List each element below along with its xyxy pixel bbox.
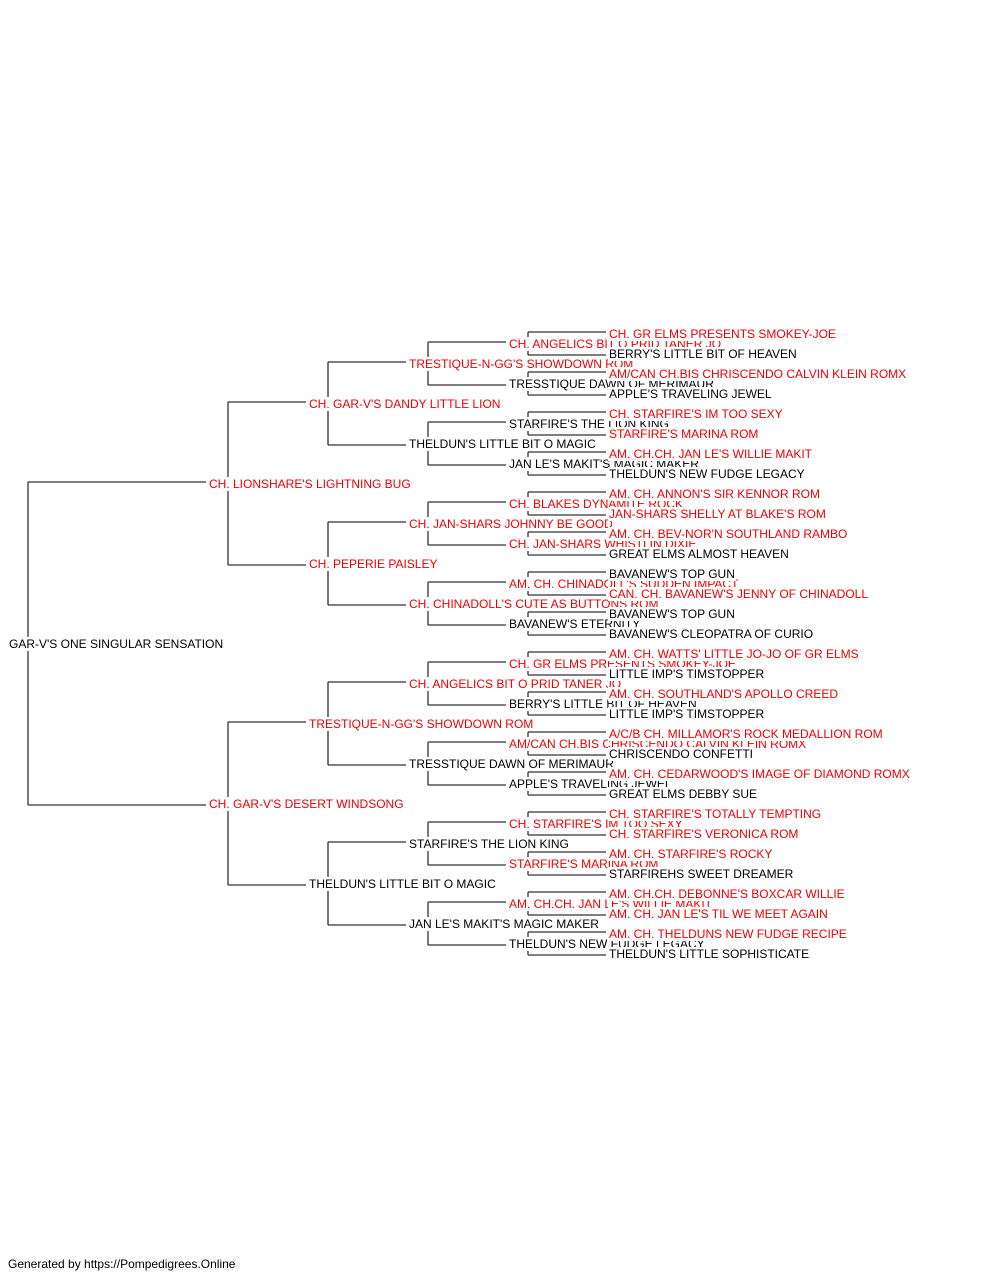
dog-name-sire-dam: CH. PEPERIE PAISLEY — [308, 557, 439, 571]
dog-name-sire-sire-dam-sire-dam: STARFIRE'S MARINA ROM — [608, 427, 760, 441]
dog-name-dam-sire-sire-sire-dam: LITTLE IMP'S TIMSTOPPER — [608, 667, 766, 681]
dog-name-sire: CH. LIONSHARE'S LIGHTNING BUG — [208, 477, 412, 491]
dog-name-sire-dam-sire-sire-sire: AM. CH. ANNON'S SIR KENNOR ROM — [608, 487, 821, 501]
dog-name-sire-dam-sire: CH. JAN-SHARS JOHNNY BE GOOD — [408, 517, 614, 531]
dog-name-sire-dam-sire-dam-dam: GREAT ELMS ALMOST HEAVEN — [608, 547, 790, 561]
dog-name-dam-dam-dam-sire-dam: AM. CH. JAN LE'S TIL WE MEET AGAIN — [608, 907, 829, 921]
dog-name-dam-sire-dam-dam-sire: AM. CH. CEDARWOOD'S IMAGE OF DIAMOND ROM… — [608, 767, 911, 781]
dog-name-sire-sire-dam-dam-sire: AM. CH.CH. JAN LE'S WILLIE MAKIT — [608, 447, 813, 461]
dog-name-sire-sire: CH. GAR-V'S DANDY LITTLE LION — [308, 397, 502, 411]
dog-name-dam-dam: THELDUN'S LITTLE BIT O MAGIC — [308, 877, 497, 891]
dog-name-dam-sire-sire-dam-sire: AM. CH. SOUTHLAND'S APOLLO CREED — [608, 687, 840, 701]
dog-name-dam-sire-dam-sire-sire: A/C/B CH. MILLAMOR'S ROCK MEDALLION ROM — [608, 727, 884, 741]
dog-name-sire-dam-dam-sire-dam: CAN. CH. BAVANEW'S JENNY OF CHINADOLL — [608, 587, 870, 601]
dog-name-dam-sire-dam-sire-dam: CHRISCENDO CONFETTI — [608, 747, 754, 761]
dog-name-sire-dam-dam-sire-sire: BAVANEW'S TOP GUN — [608, 567, 736, 581]
dog-name-sire-dam-sire-dam-sire: AM. CH. BEV-NOR'N SOUTHLAND RAMBO — [608, 527, 849, 541]
dog-name-sire-sire-sire-sire-dam: BERRY'S LITTLE BIT OF HEAVEN — [608, 347, 798, 361]
dog-name-subject: GAR-V'S ONE SINGULAR SENSATION — [8, 637, 225, 651]
dog-name-sire-dam-dam-dam-dam: BAVANEW'S CLEOPATRA OF CURIO — [608, 627, 815, 641]
dog-name-dam-dam-dam-sire-sire: AM. CH.CH. DEBONNE'S BOXCAR WILLIE — [608, 887, 846, 901]
dog-name-sire-sire-sire-sire-sire: CH. GR ELMS PRESENTS SMOKEY-JOE — [608, 327, 837, 341]
dog-name-sire-sire-dam: THELDUN'S LITTLE BIT O MAGIC — [408, 437, 597, 451]
dog-name-dam-sire-sire: CH. ANGELICS BIT O PRID TANER JO — [408, 677, 623, 691]
dog-name-sire-sire-sire: TRESTIQUE-N-GG'S SHOWDOWN ROM — [408, 357, 635, 371]
dog-name-dam-dam-sire: STARFIRE'S THE LION KING — [408, 837, 570, 851]
dog-name-dam-sire-dam: TRESSTIQUE DAWN OF MERIMAUR — [408, 757, 615, 771]
dog-name-dam-dam-sire-dam-dam: STARFIREHS SWEET DREAMER — [608, 867, 795, 881]
dog-name-dam-dam-dam-dam-dam: THELDUN'S LITTLE SOPHISTICATE — [608, 947, 811, 961]
dog-name-sire-dam-dam-dam-sire: BAVANEW'S TOP GUN — [608, 607, 736, 621]
dog-name-dam-sire-sire-dam-dam: LITTLE IMP'S TIMSTOPPER — [608, 707, 766, 721]
dog-name-sire-dam-dam: CH. CHINADOLL'S CUTE AS BUTTONS ROM — [408, 597, 660, 611]
dog-name-sire-dam-sire-sire-dam: JAN-SHARS SHELLY AT BLAKE'S ROM — [608, 507, 827, 521]
dog-name-sire-sire-dam-sire-sire: CH. STARFIRE'S IM TOO SEXY — [608, 407, 784, 421]
dog-name-sire-sire-sire-dam-dam: APPLE'S TRAVELING JEWEL — [608, 387, 773, 401]
dog-name-dam-sire-dam-dam-dam: GREAT ELMS DEBBY SUE — [608, 787, 759, 801]
dog-name-dam-dam-sire-dam-sire: AM. CH. STARFIRE'S ROCKY — [608, 847, 774, 861]
dog-name-dam-dam-dam-dam-sire: AM. CH. THELDUNS NEW FUDGE RECIPE — [608, 927, 848, 941]
dog-name-sire-sire-dam-dam-dam: THELDUN'S NEW FUDGE LEGACY — [608, 467, 806, 481]
dog-name-dam-sire: TRESTIQUE-N-GG'S SHOWDOWN ROM — [308, 717, 535, 731]
dog-name-dam: CH. GAR-V'S DESERT WINDSONG — [208, 797, 405, 811]
generated-by-footer: Generated by https://Pompedigrees.Online — [8, 1257, 236, 1271]
dog-name-dam-dam-sire-sire-sire: CH. STARFIRE'S TOTALLY TEMPTING — [608, 807, 823, 821]
dog-name-sire-dam-dam-dam: BAVANEW'S ETERNITY — [508, 617, 642, 631]
dog-name-dam-sire-sire-sire-sire: AM. CH. WATTS' LITTLE JO-JO OF GR ELMS — [608, 647, 860, 661]
dog-name-dam-dam-sire-sire-dam: CH. STARFIRE'S VERONICA ROM — [608, 827, 800, 841]
dog-name-dam-dam-dam: JAN LE'S MAKIT'S MAGIC MAKER — [408, 917, 600, 931]
dog-name-sire-sire-sire-dam-sire: AM/CAN CH.BIS CHRISCENDO CALVIN KLEIN RO… — [608, 367, 908, 381]
